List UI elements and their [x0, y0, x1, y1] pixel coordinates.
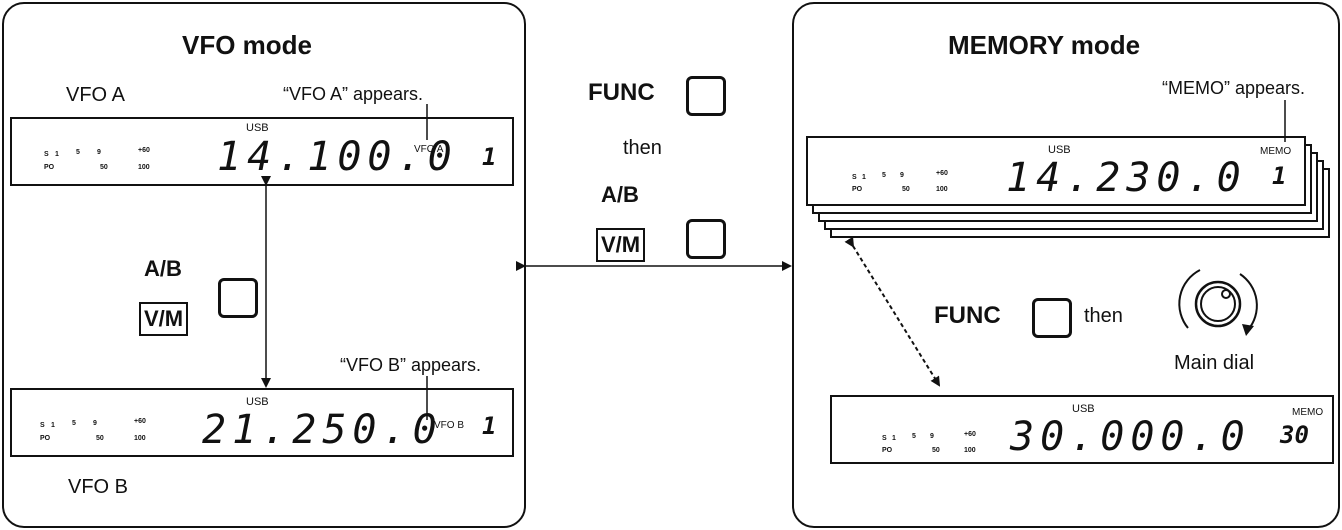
memory-bottom-channel: 30: [1280, 421, 1309, 449]
meter-po-label: PO: [852, 186, 863, 193]
meter-po-label: PO: [882, 447, 893, 454]
memory-then-label: then: [1084, 305, 1123, 327]
meter-50-label: 50: [96, 435, 104, 442]
memory-bottom-frequency: 30.000.0: [1010, 414, 1251, 460]
middle-vm-key-label: V/M: [596, 228, 646, 262]
middle-ab-button[interactable]: [686, 219, 726, 259]
meter-9-label: 9: [93, 420, 97, 427]
meter-50-label: 50: [100, 164, 108, 171]
memory-bottom-flag: MEMO: [1292, 407, 1324, 418]
vfo-b-flag: VFO B: [434, 420, 465, 431]
vfo-a-appears-note: “VFO A” appears.: [283, 84, 424, 104]
memory-display-bottom: USB MEMO S 1 5 9 +60 PO 50 100 30.000.0 …: [830, 395, 1334, 464]
middle-func-button[interactable]: [686, 76, 726, 116]
main-dial-label: Main dial: [1174, 352, 1255, 374]
vfo-b-channel: 1: [482, 412, 497, 440]
meter-100-label: 100: [138, 164, 150, 171]
main-dial-icon[interactable]: [1170, 262, 1270, 352]
meter-9-label: 9: [930, 433, 934, 440]
meter-9-label: 9: [97, 149, 101, 156]
meter-60-label: +60: [138, 147, 150, 154]
memory-top-frequency: 14.230.0: [1006, 155, 1247, 201]
meter-1-label: 1: [51, 422, 55, 429]
vfo-vm-key-label: V/M: [139, 302, 189, 336]
meter-s-label: S: [882, 435, 887, 442]
vfo-a-frequency: 14.100.0: [217, 134, 458, 180]
memory-channel-arrow: [844, 236, 941, 387]
meter-po-label: PO: [40, 435, 51, 442]
meter-5-label: 5: [72, 420, 76, 427]
meter-5-label: 5: [912, 433, 916, 440]
memo-appears-note: “MEMO” appears.: [1162, 78, 1306, 98]
memory-func-button[interactable]: [1032, 298, 1072, 338]
meter-100-label: 100: [936, 186, 948, 193]
meter-50-label: 50: [932, 447, 940, 454]
meter-5-label: 5: [76, 149, 80, 156]
middle-then-label: then: [623, 137, 662, 159]
meter-s-label: S: [44, 151, 49, 158]
meter-s-label: S: [40, 422, 45, 429]
meter-s-label: S: [852, 174, 857, 181]
meter-50-label: 50: [902, 186, 910, 193]
vfo-b-appears-note: “VFO B” appears.: [340, 355, 482, 375]
vfo-a-label: VFO A: [66, 84, 125, 106]
meter-5-label: 5: [882, 172, 886, 179]
vfo-b-mode: USB: [246, 396, 269, 408]
vfo-b-label: VFO B: [68, 476, 129, 498]
memory-display-top: USB MEMO S 1 5 9 +60 PO 50 100 14.230.0 …: [806, 136, 1306, 206]
memory-func-label: FUNC: [934, 302, 1001, 329]
vfo-ab-button[interactable]: [218, 278, 258, 318]
vfo-a-flag: VFO A: [414, 144, 444, 155]
memory-top-channel: 1: [1272, 162, 1287, 190]
meter-100-label: 100: [134, 435, 146, 442]
vfo-a-display: USB S 1 5 9 +60 PO 50 100 14.100.0 VFO A…: [10, 117, 514, 186]
middle-ab-key-label: A/B: [601, 182, 639, 207]
meter-1-label: 1: [862, 174, 866, 181]
memory-bottom-mode: USB: [1072, 403, 1095, 415]
middle-func-label: FUNC: [588, 79, 655, 106]
meter-100-label: 100: [964, 447, 976, 454]
memory-mode-title: MEMORY mode: [948, 30, 1141, 60]
vfo-mode-title: VFO mode: [182, 30, 313, 60]
memory-top-flag: MEMO: [1260, 146, 1292, 157]
meter-po-label: PO: [44, 164, 55, 171]
meter-1-label: 1: [892, 435, 896, 442]
meter-9-label: 9: [900, 172, 904, 179]
meter-1-label: 1: [55, 151, 59, 158]
vfo-a-channel: 1: [482, 143, 497, 171]
vfo-b-frequency: 21.250.0: [202, 407, 443, 453]
memory-top-mode: USB: [1048, 144, 1071, 156]
meter-60-label: +60: [964, 431, 976, 438]
vfo-b-display: USB S 1 5 9 +60 PO 50 100 21.250.0 VFO B…: [10, 388, 514, 457]
vfo-a-mode: USB: [246, 122, 269, 134]
meter-60-label: +60: [936, 170, 948, 177]
meter-60-label: +60: [134, 418, 146, 425]
vfo-ab-key-label: A/B: [144, 256, 182, 281]
